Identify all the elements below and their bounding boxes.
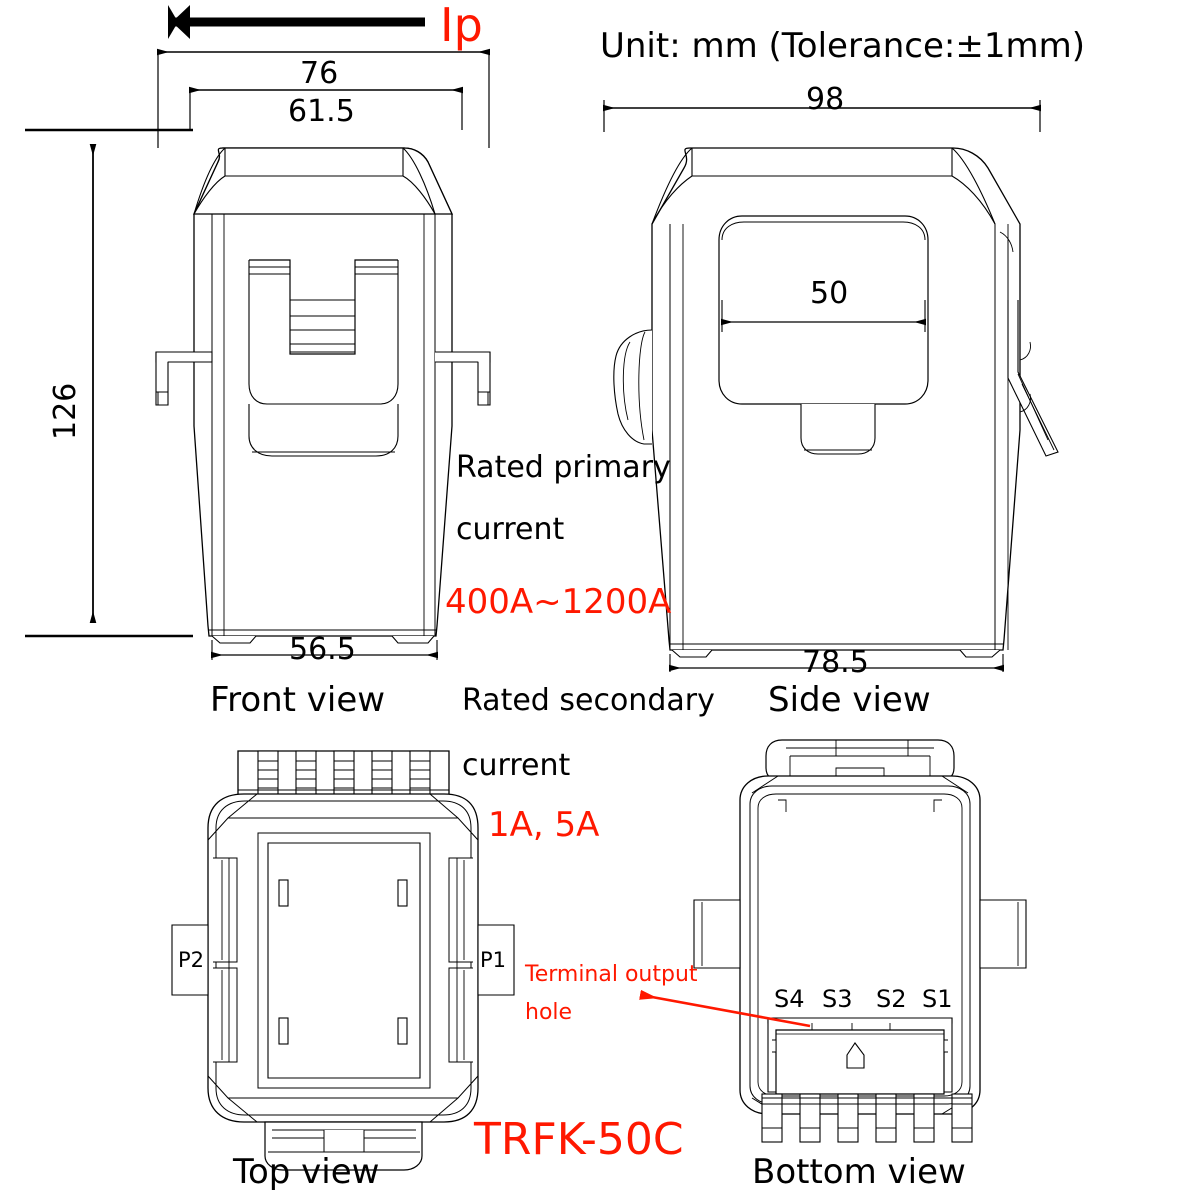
side-view-label: Side view [768,680,931,720]
front-height-dim: 126 [48,382,83,440]
front-view-drawing [25,48,491,660]
unit-tolerance-note: Unit: mm (Tolerance:±1mm) [600,26,1085,66]
side-base-width-dim: 78.5 [802,645,869,680]
bottom-view-drawing [693,739,1027,1143]
top-view-drawing [171,750,515,1171]
ip-direction-arrow [168,5,425,39]
front-overall-width-dim: 76 [300,56,339,91]
front-inner-width-dim: 61.5 [288,94,355,129]
top-view-label: Top view [233,1152,380,1192]
side-view-drawing [603,100,1059,672]
terminal-output-hole-leader [639,989,811,1028]
bottom-view-label: Bottom view [752,1152,966,1192]
rated-primary-current-label-line1: Rated primary [456,450,671,485]
bottom-terminal-s1-label: S1 [922,985,953,1013]
bottom-terminal-s2-label: S2 [876,985,907,1013]
front-view-label: Front view [210,680,386,720]
bottom-terminal-s4-label: S4 [774,985,805,1013]
side-overall-width-dim: 98 [806,82,845,117]
terminal-output-hole-callout-line2: hole [525,1000,573,1025]
bottom-terminal-s3-label: S3 [822,985,853,1013]
ip-label: Ip [440,0,483,52]
rated-secondary-current-label-line2: current [462,748,571,783]
rated-primary-current-label-line2: current [456,512,565,547]
rated-secondary-current-label-line1: Rated secondary [462,683,715,718]
top-view-pin-p2-label: P2 [178,948,205,972]
terminal-output-hole-callout-line1: Terminal output [525,962,698,987]
side-window-width-dim: 50 [810,276,849,311]
front-base-width-dim: 56.5 [289,632,356,667]
model-part-number: TRFK-50C [474,1114,684,1165]
rated-secondary-current-value: 1A, 5A [488,805,600,845]
top-view-pin-p1-label: P1 [480,948,507,972]
rated-primary-current-value: 400A~1200A [445,582,672,622]
